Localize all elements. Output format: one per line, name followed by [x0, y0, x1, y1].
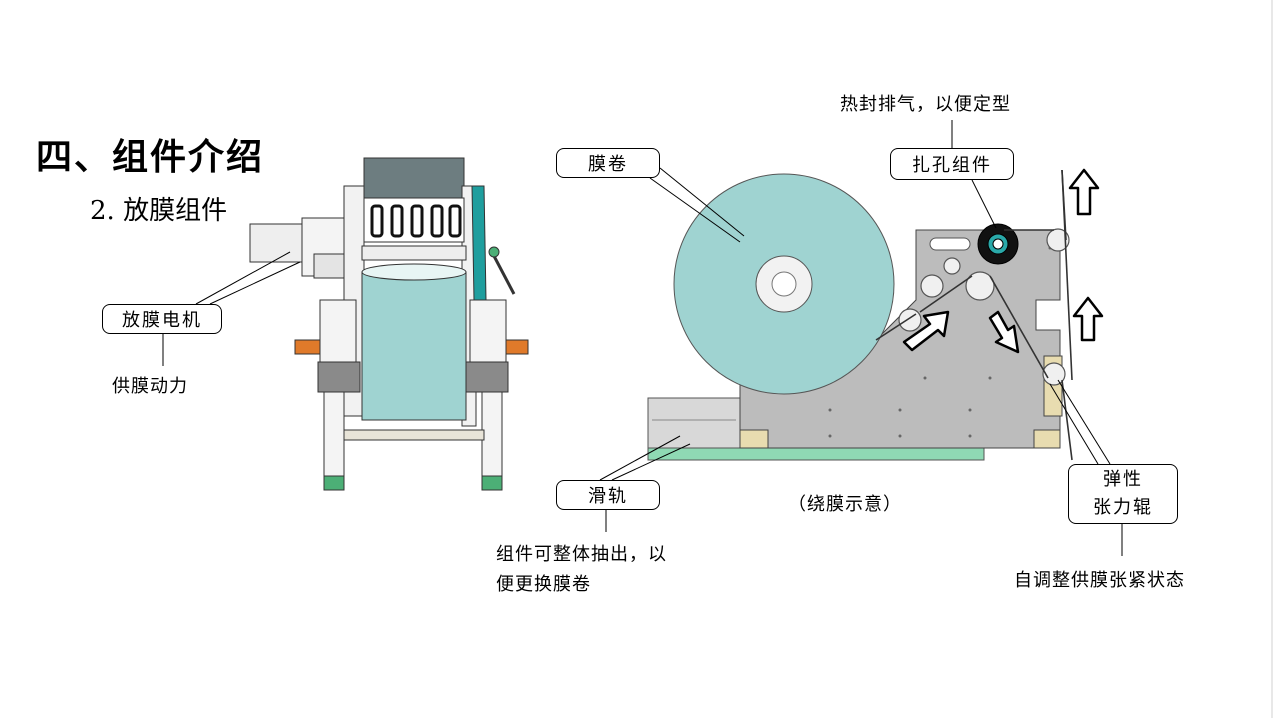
motor-leader-lines	[162, 251, 301, 366]
perforation-label: 扎孔组件	[890, 148, 1014, 180]
left-dark-bracket	[317, 361, 361, 393]
tension-roller-label: 弹性 张力辊	[1068, 464, 1178, 524]
right-leader-lines	[599, 120, 1123, 556]
crossbar	[361, 245, 467, 261]
top-block	[363, 157, 465, 199]
arrow-into-plate	[902, 310, 950, 352]
slide-edge	[1271, 0, 1273, 718]
slide-rail	[647, 397, 741, 449]
slide-title: 四、组件介绍	[36, 136, 265, 178]
rail-note: 组件可整体抽出，以 便更换膜卷	[496, 540, 726, 600]
right-leg	[481, 391, 503, 485]
unwind-assembly-front-view	[249, 157, 529, 491]
rail-note-line-2: 便更换膜卷	[496, 574, 591, 595]
rail-note-line-1: 组件可整体抽出，以	[496, 544, 667, 565]
rail-label: 滑轨	[556, 480, 660, 510]
perforation-note: 热封排气，以便定型	[840, 94, 1011, 115]
left-foot	[323, 475, 345, 491]
film-roll-label: 膜卷	[556, 148, 660, 178]
left-leg	[323, 391, 345, 485]
motor-label: 放膜电机	[102, 304, 222, 334]
winding-caption: （绕膜示意）	[788, 494, 902, 515]
winding-schematic	[647, 168, 1104, 461]
motor-body	[249, 223, 309, 263]
tension-note: 自调整供膜张紧状态	[1014, 570, 1185, 591]
tan-block-left	[739, 429, 769, 449]
arrow-up-lower	[1072, 296, 1104, 342]
arrow-up-upper	[1068, 168, 1100, 216]
tension-roller-label-line-1: 弹性	[1103, 469, 1143, 490]
perforation-gear-center	[992, 238, 1004, 250]
arrow-down-right	[988, 310, 1020, 354]
small-slot	[929, 237, 971, 251]
base-strip	[647, 447, 985, 461]
lever-knob	[488, 246, 500, 258]
guide-rollers	[898, 228, 1070, 386]
right-dark-bracket	[465, 361, 509, 393]
perforation-wheels	[370, 204, 462, 238]
tan-block-right	[1033, 429, 1061, 449]
right-foot	[481, 475, 503, 491]
film-roll-side	[361, 271, 467, 421]
film-direction-arrows	[902, 168, 1104, 354]
teal-arm	[471, 185, 487, 301]
motor-note: 供膜动力	[112, 376, 188, 397]
tension-roller-label-line-2: 张力辊	[1093, 497, 1153, 518]
bottom-bar	[343, 429, 485, 441]
film-roll-bore	[771, 271, 797, 297]
film-roll-top-edge	[361, 263, 467, 281]
lever-handle	[492, 255, 516, 295]
slide-subtitle: 2. 放膜组件	[90, 196, 228, 226]
film-path	[875, 169, 1073, 461]
